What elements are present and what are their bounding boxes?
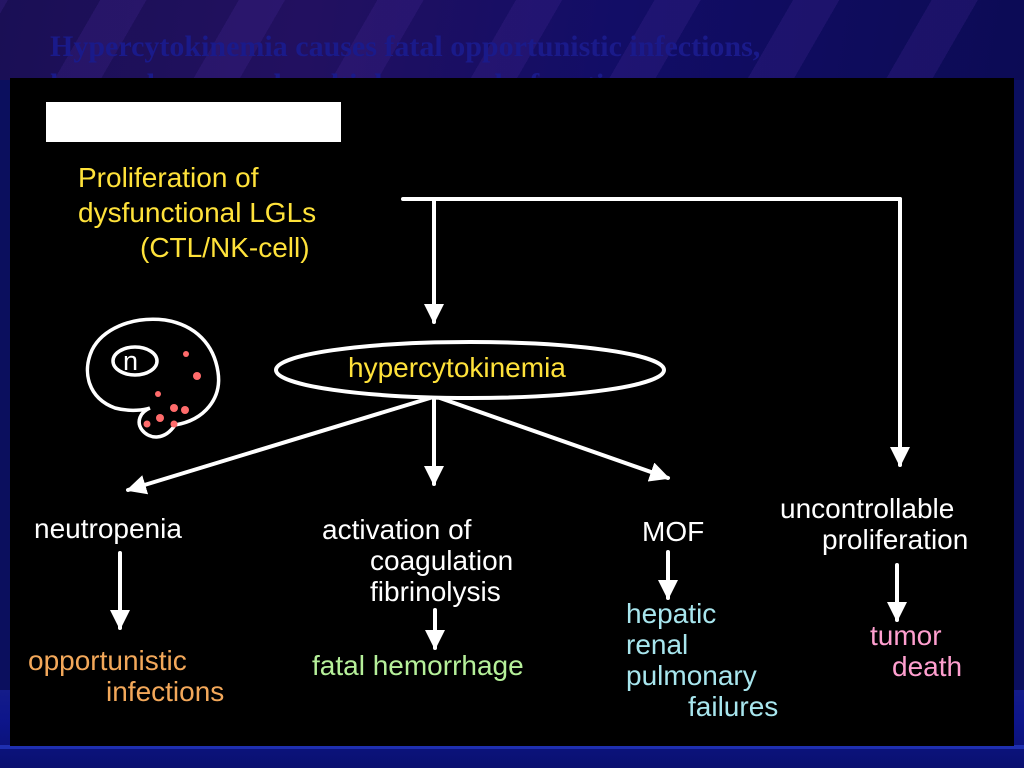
failures-line-3: pulmonary <box>626 660 757 691</box>
infections-line-2: infections <box>106 676 225 707</box>
proliferation-line-2: proliferation <box>822 524 969 555</box>
source-line-1: Proliferation of <box>78 162 259 193</box>
coagulation-line-1: activation of <box>322 514 472 545</box>
source-label: Proliferation of dysfunctional LGLs (CTL… <box>78 162 316 263</box>
source-line-2: dysfunctional LGLs <box>78 197 317 228</box>
granules <box>143 351 201 428</box>
lgl-cell-outline <box>85 317 221 439</box>
death-label: tumor death <box>870 620 962 682</box>
source-line-3: (CTL/NK-cell) <box>140 232 310 263</box>
failures-line-4: failures <box>688 691 779 722</box>
death-line-1: tumor <box>870 620 942 651</box>
slide-header-pattern <box>0 0 1024 80</box>
slide-title-line-1: Hypercytokinemia causes fatal opportunis… <box>50 30 761 63</box>
arrow-to-mof <box>438 396 670 482</box>
proliferation-label: uncontrollable proliferation <box>780 493 968 555</box>
mof-label: MOF <box>642 516 705 547</box>
death-line-2: death <box>892 651 963 682</box>
failures-line-2: renal <box>626 629 689 660</box>
arrow-to-neutropenia <box>126 396 432 495</box>
slide-header-background <box>0 0 1024 80</box>
diagram-figure <box>10 78 1014 746</box>
slide-footer-line <box>0 745 1024 749</box>
coagulation-line-2: coagulation <box>370 545 514 576</box>
neutropenia-label: neutropenia <box>34 513 182 544</box>
infections-line-1: opportunistic <box>28 645 187 676</box>
coagulation-label: activation of coagulation fibrinolysis <box>322 514 513 607</box>
hemorrhage-label: fatal hemorrhage <box>312 650 524 681</box>
nucleus-outline <box>111 345 159 377</box>
infections-label: opportunistic infections <box>28 645 224 707</box>
proliferation-line-1: uncontrollable <box>780 493 955 524</box>
coagulation-line-3: fibrinolysis <box>370 576 501 607</box>
center-label: hypercytokinemia <box>348 352 566 383</box>
label-cover-box <box>46 102 341 142</box>
nucleus-label: n <box>123 346 139 376</box>
failures-label: hepatic renal pulmonary failures <box>626 598 778 722</box>
center-ellipse <box>274 340 666 400</box>
failures-line-1: hepatic <box>626 598 717 629</box>
